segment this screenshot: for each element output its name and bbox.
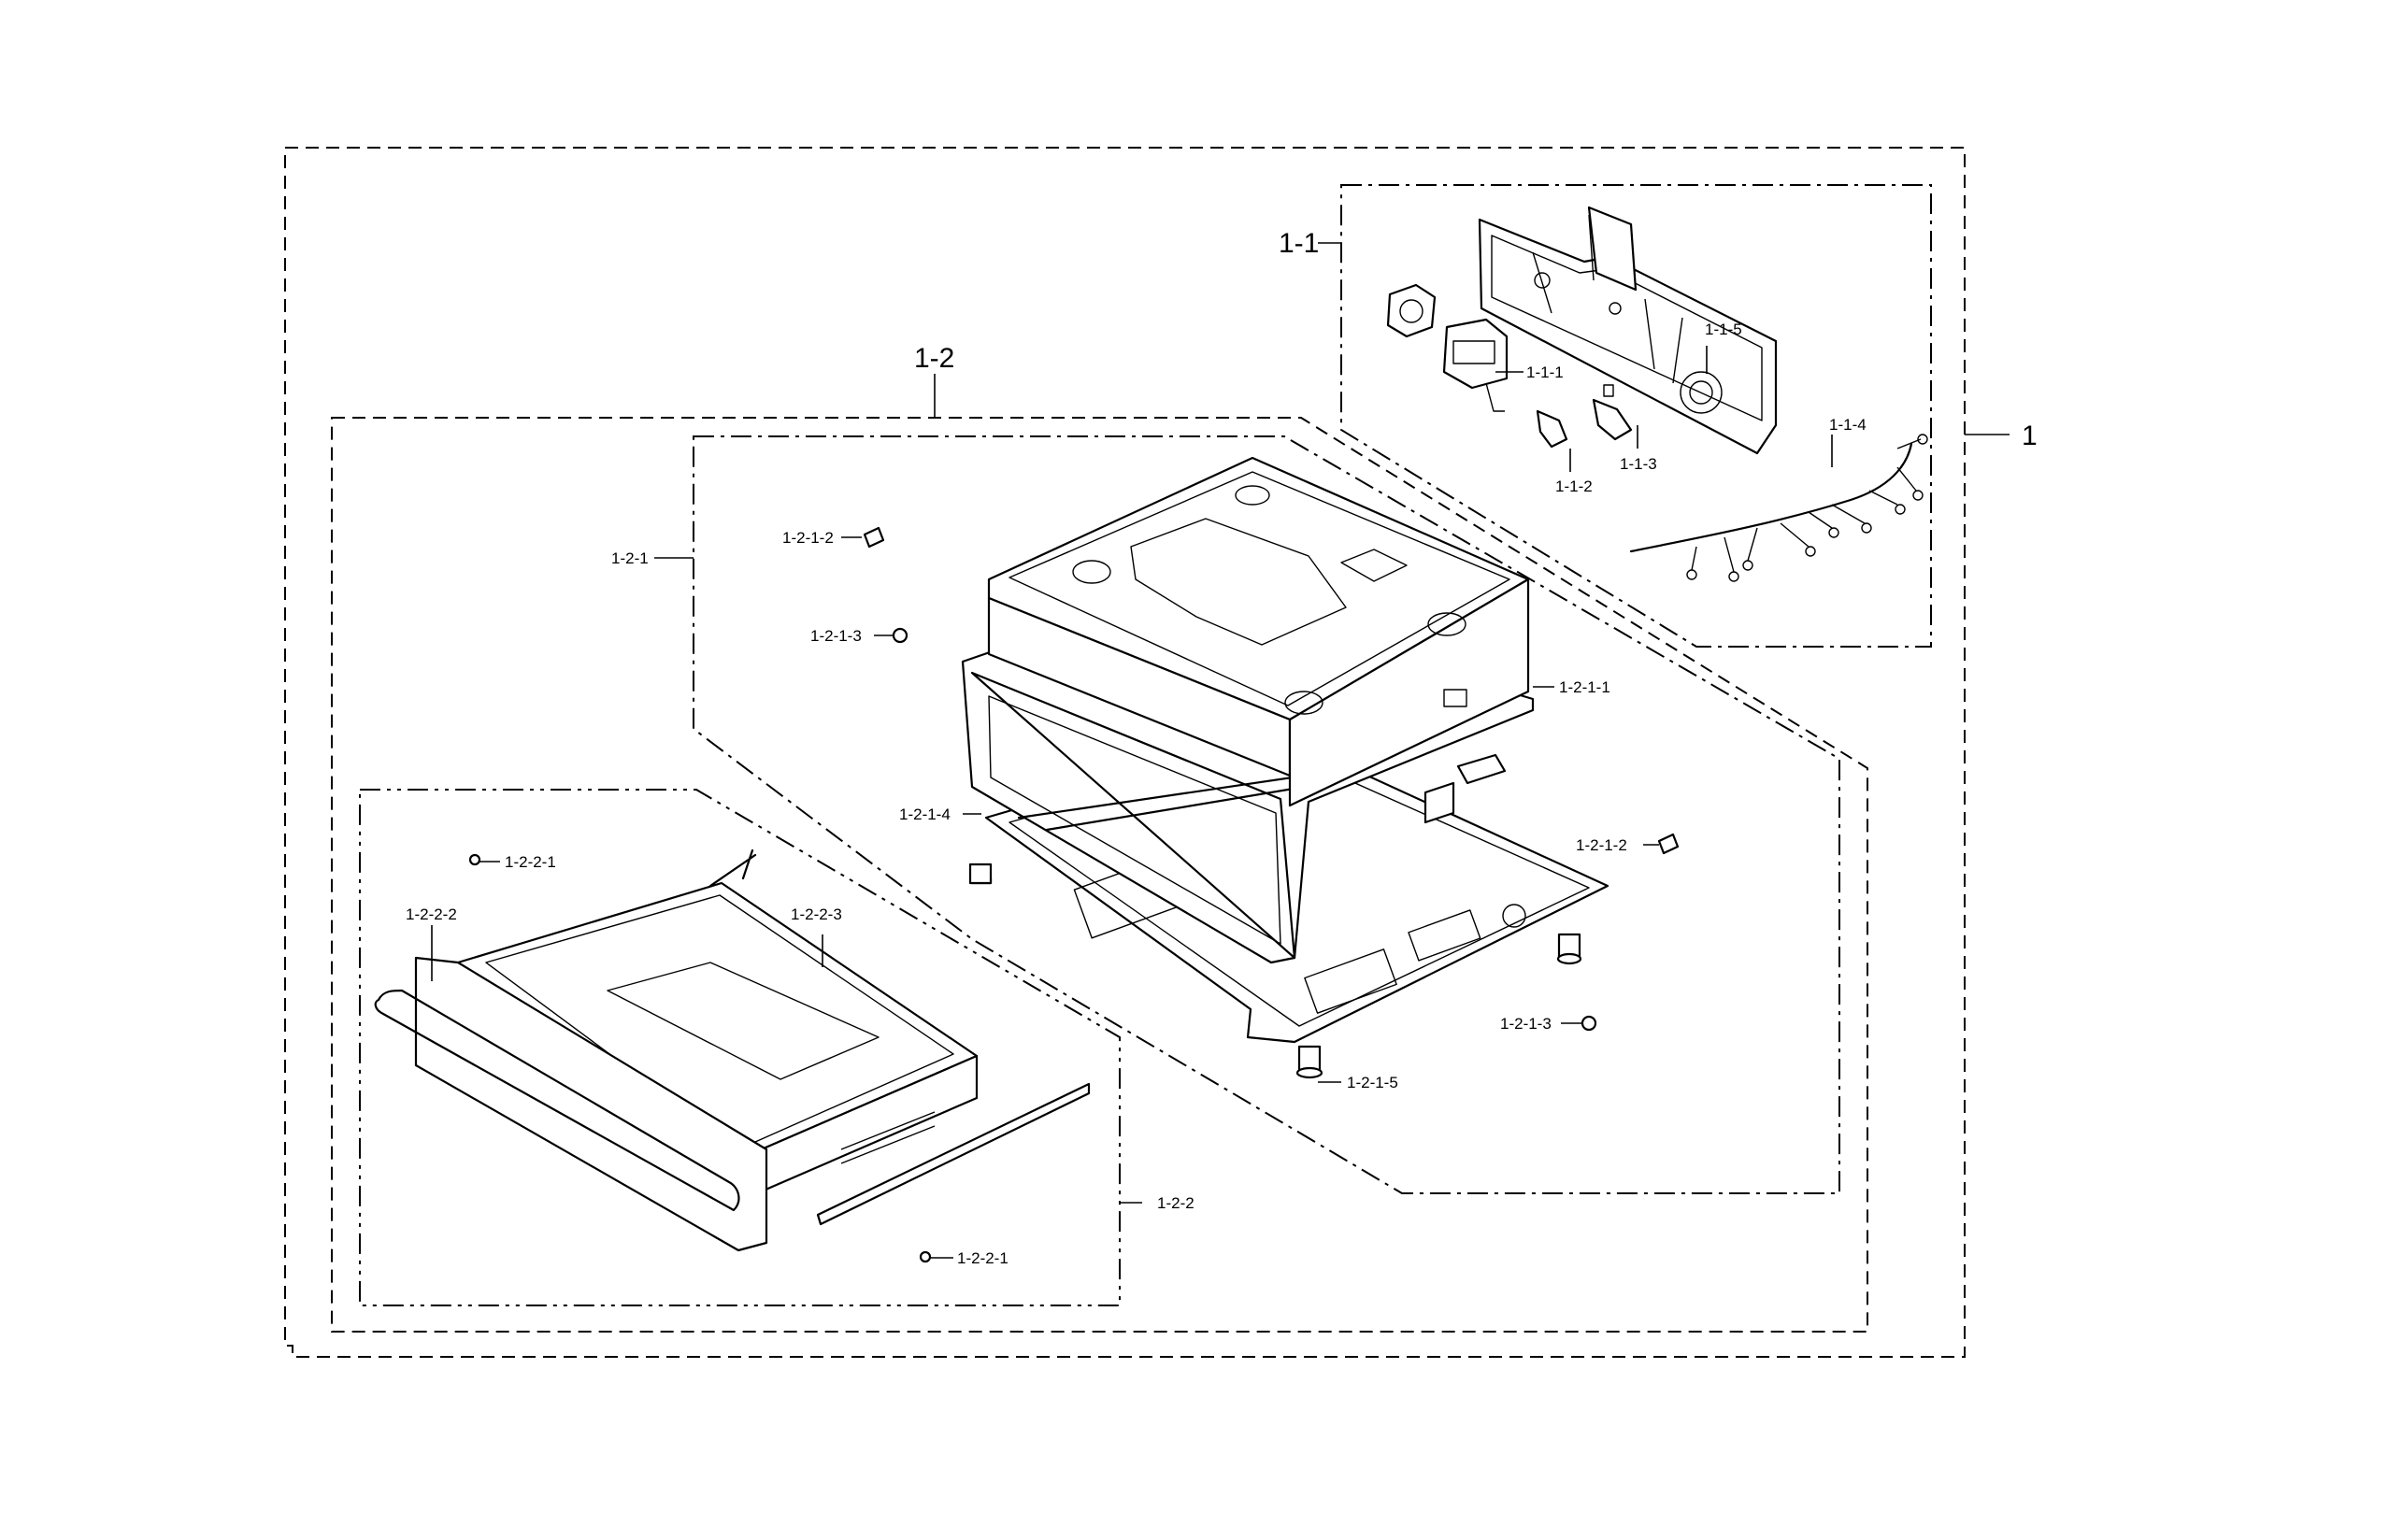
callout-1-2-1-5: 1-2-1-5 [1347, 1074, 1398, 1091]
boundary-group-1-2-2 [359, 789, 1121, 1306]
drawer-front-panel [374, 956, 768, 1252]
callout-1-1-1: 1-1-1 [1526, 364, 1564, 381]
sensor-part-1-1-3 [1592, 384, 1633, 441]
callout-group-1-2: 1-2 [914, 343, 954, 374]
callout-1-1-3: 1-1-3 [1620, 455, 1657, 473]
callout-1-2-1-3-upper: 1-2-1-3 [810, 627, 862, 645]
leveling-leg-3 [1295, 1045, 1323, 1079]
callout-group-1-1: 1-1 [1279, 228, 1319, 259]
callout-1-2-2-2: 1-2-2-2 [406, 905, 457, 923]
boundary-group-1-2-1 [693, 435, 1840, 1194]
wire-harness-part [1629, 434, 1928, 582]
drawer-slide-rail [816, 1082, 1091, 1226]
callout-1-1-2: 1-1-2 [1555, 478, 1593, 495]
callout-1-2-1: 1-2-1 [611, 549, 649, 567]
control-panel-bracket [1478, 206, 1778, 455]
callout-1-2-2-3: 1-2-2-3 [791, 905, 842, 923]
water-valve-part [1386, 283, 1509, 412]
boundary-group-1-2 [331, 417, 1868, 1333]
leveling-leg-1 [968, 863, 993, 885]
callout-1-2-2-1-lower: 1-2-2-1 [957, 1249, 1009, 1267]
pedestal-top-panel [987, 456, 1530, 807]
boundary-group-1-1 [1340, 184, 1932, 648]
bracket-part-1-2-1-2 [1423, 753, 1507, 824]
callout-1-2-2: 1-2-2 [1157, 1194, 1194, 1212]
callout-1-2-1-2-upper: 1-2-1-2 [782, 529, 834, 547]
leader-lines [431, 242, 2010, 1259]
callout-1-1-4: 1-1-4 [1829, 416, 1867, 434]
callout-1-2-1-4: 1-2-1-4 [899, 806, 951, 823]
callout-1-1-5: 1-1-5 [1705, 321, 1742, 338]
callout-1-2-1-3-lower: 1-2-1-3 [1500, 1015, 1552, 1033]
callout-1-2-1-2-lower: 1-2-1-2 [1576, 836, 1627, 854]
small-fastener-icons [468, 526, 1680, 1263]
leveling-leg-2 [1556, 933, 1582, 965]
sensor-part-1-1-2 [1536, 409, 1568, 449]
callout-assembly-1: 1 [2022, 421, 2038, 451]
callout-1-2-1-1: 1-2-1-1 [1559, 678, 1610, 696]
callout-1-2-2-1-upper: 1-2-2-1 [505, 853, 556, 871]
